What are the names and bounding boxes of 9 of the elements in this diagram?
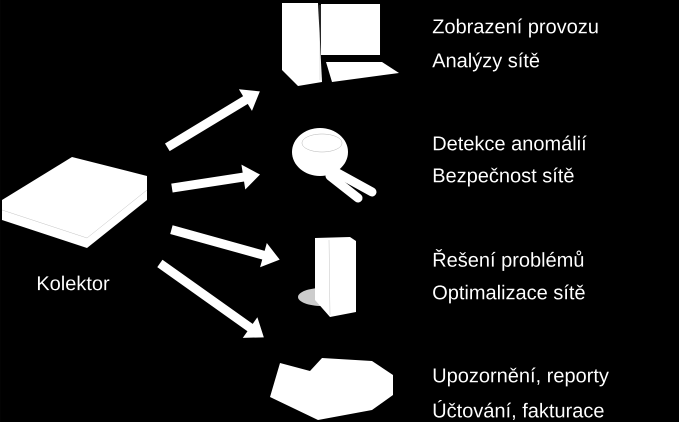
caption-text: Účtování, fakturace [434, 400, 604, 420]
caption-text: Optimalizace sítě [433, 284, 585, 304]
caption-text: Detekce anomálií [434, 136, 587, 150]
caption-text: Řešení problémů [434, 249, 584, 271]
caption-text: Analýzy sítě [432, 52, 540, 72]
caption-text: Bezpečnost sítě [434, 168, 574, 186]
device-label: Kolektor [38, 276, 110, 290]
caption-text: Upozornění, reporty [434, 368, 609, 386]
caption-text: Zobrazení provozu [432, 18, 598, 38]
